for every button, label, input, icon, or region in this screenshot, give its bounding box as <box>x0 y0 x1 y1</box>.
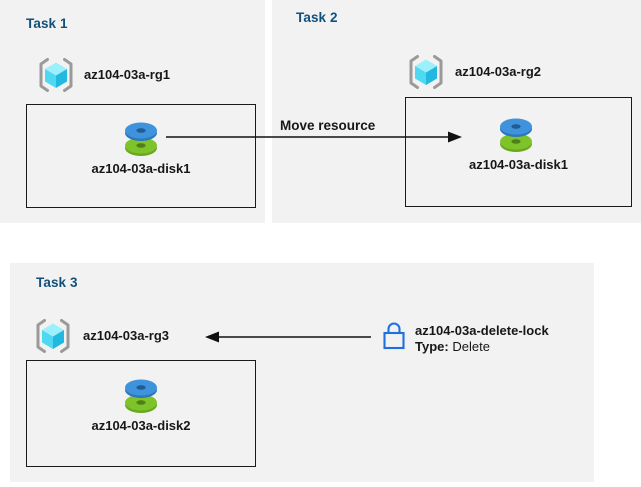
resource-group-box-task2 <box>405 97 632 207</box>
lock-type-key: Type: <box>415 339 449 354</box>
connector-label-move-resource: Move resource <box>280 118 376 133</box>
managed-disk-icon <box>120 116 162 162</box>
lock-icon <box>381 320 407 352</box>
lock-name-label: az104-03a-delete-lock <box>415 323 549 338</box>
managed-disk-icon <box>495 112 537 158</box>
resource-label-disk1-task1: az104-03a-disk1 <box>91 161 191 176</box>
resource-group-icon <box>33 316 73 356</box>
resource-group-label-rg2: az104-03a-rg2 <box>455 64 541 79</box>
panel-title-task1: Task 1 <box>26 16 68 31</box>
resource-group-label-rg1: az104-03a-rg1 <box>84 67 170 82</box>
panel-title-task3: Task 3 <box>36 275 78 290</box>
panel-title-task2: Task 2 <box>296 10 338 25</box>
panel-task1 <box>0 0 265 223</box>
resource-group-label-rg3: az104-03a-rg3 <box>83 328 169 343</box>
resource-group-box-task3 <box>26 360 256 467</box>
connector-arrow-delete-lock <box>205 331 371 343</box>
panel-task3 <box>10 263 594 482</box>
resource-group-icon <box>36 55 76 95</box>
resource-group-box-task1 <box>26 104 256 208</box>
managed-disk-icon <box>120 373 162 419</box>
resource-label-disk1-task2: az104-03a-disk1 <box>468 157 568 172</box>
lock-type-value: Delete <box>452 339 490 354</box>
panel-task2 <box>272 0 641 223</box>
resource-label-disk2-task3: az104-03a-disk2 <box>91 418 191 433</box>
resource-group-icon <box>406 52 446 92</box>
connector-arrow-move-resource <box>166 131 462 143</box>
lock-type-row: Type: Delete <box>415 339 490 354</box>
